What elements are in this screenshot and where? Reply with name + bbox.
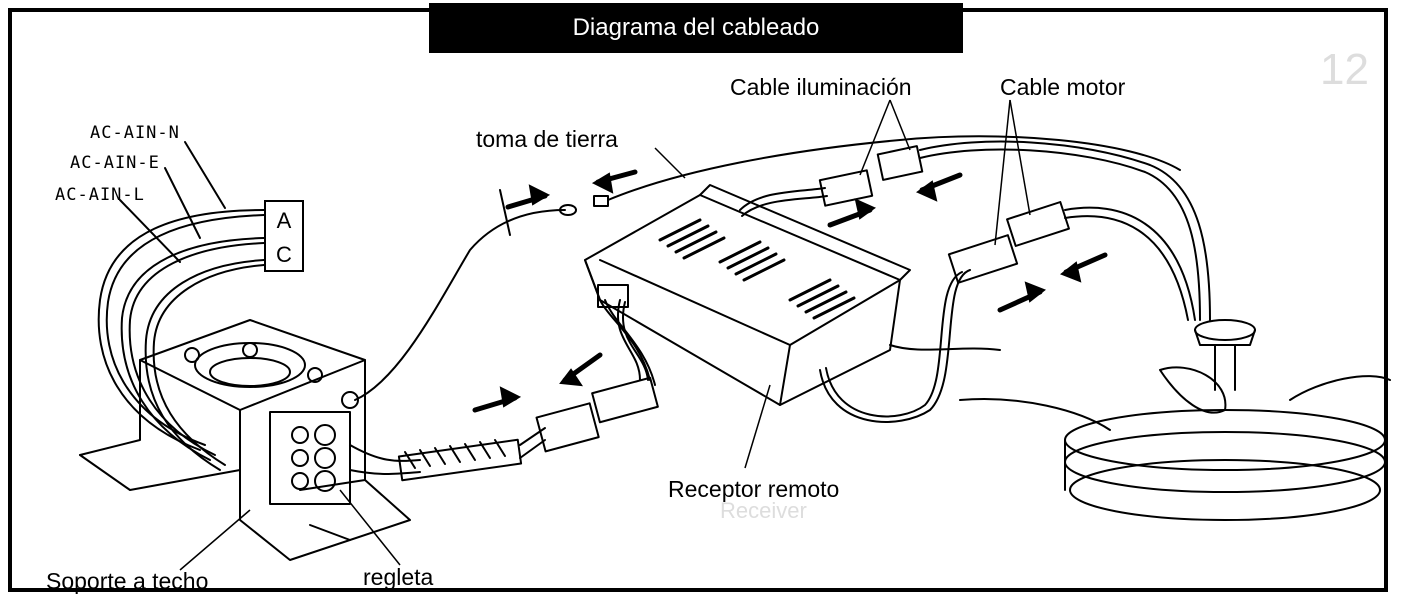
ac-box-bottom-letter: C <box>276 242 292 267</box>
ghost-receiver-text: Receiver <box>720 498 807 523</box>
label-receptor-remoto: Receptor remoto <box>668 476 840 502</box>
motor-connectors <box>947 201 1196 321</box>
label-regleta: regleta <box>363 564 434 590</box>
ghost-page-number: 12 <box>1320 45 1369 94</box>
label-toma-de-tierra: toma de tierra <box>476 126 618 152</box>
motor-output-wires <box>819 269 1001 423</box>
arrow-icon <box>591 169 638 194</box>
label-cable-iluminacion: Cable iluminación <box>730 74 912 100</box>
arrow-icon <box>997 281 1046 313</box>
label-cable-motor: Cable motor <box>1000 74 1126 100</box>
ceiling-bracket <box>79 319 411 561</box>
diagram-title: Diagrama del cableado <box>429 3 963 53</box>
arrow-icon <box>1060 252 1108 283</box>
arrow-icon <box>559 352 603 387</box>
direction-arrows <box>472 169 1108 413</box>
ceiling-fan <box>959 319 1391 521</box>
wire-label-earth: AC-AIN-E <box>70 153 160 173</box>
arrow-icon <box>472 386 522 413</box>
label-soporte-a-techo: Soporte a techo <box>46 568 209 594</box>
wire-label-leaders <box>119 141 226 263</box>
ac-wires <box>97 209 265 471</box>
lighting-connectors <box>739 140 1211 321</box>
arrow-icon <box>915 172 963 202</box>
ac-box-top-letter: A <box>276 208 292 233</box>
arrow-icon <box>505 184 551 210</box>
ground-wire <box>354 135 1181 401</box>
callout-leaders <box>179 99 1031 571</box>
braided-harness <box>349 427 546 482</box>
terminal-block <box>269 411 351 505</box>
wire-label-live: AC-AIN-L <box>55 185 145 205</box>
wire-label-neutral: AC-AIN-N <box>90 123 180 143</box>
ac-terminal-box: A C <box>264 200 304 272</box>
arrow-icon <box>827 198 877 228</box>
remote-receiver <box>584 184 911 406</box>
